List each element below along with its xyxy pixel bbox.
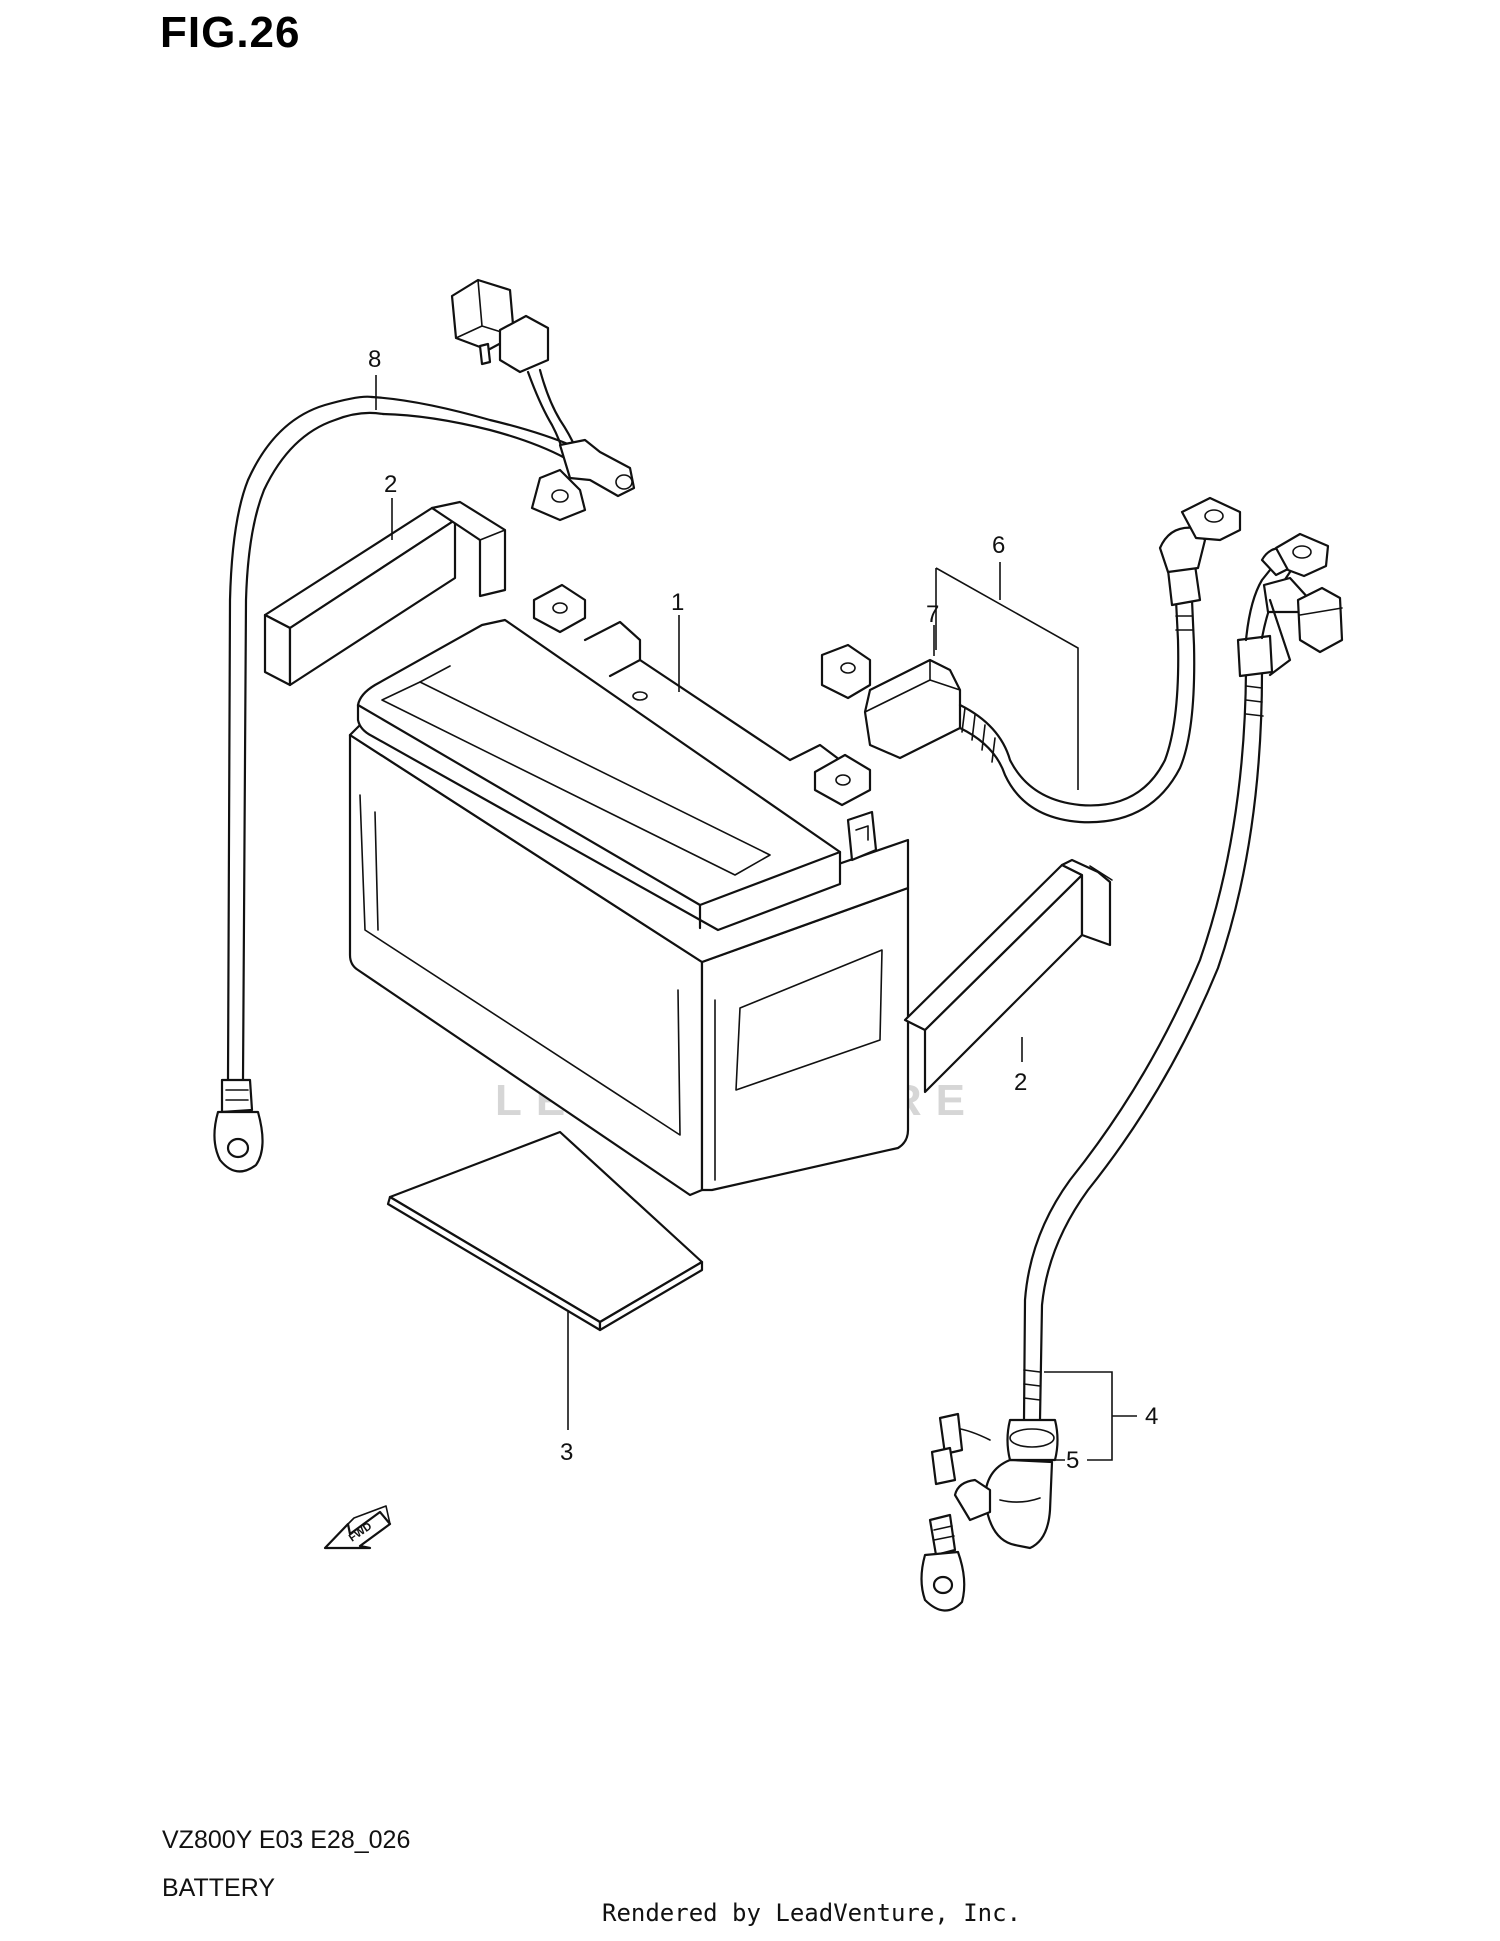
render-credit: Rendered by LeadVenture, Inc. (602, 1899, 1022, 1927)
callout-8: 8 (368, 346, 381, 373)
model-code: VZ800Y E03 E28_026 (162, 1826, 411, 1854)
leader-lines (375, 375, 1137, 1461)
positive-lead (820, 496, 1242, 824)
battery-tray-sheet (386, 1130, 704, 1332)
callout-6: 6 (992, 532, 1005, 559)
callout-3: 3 (560, 1439, 573, 1466)
figure-title: FIG.26 (160, 8, 301, 57)
callout-1: 1 (671, 589, 684, 616)
leader-6 (935, 562, 1079, 790)
callout-4: 4 (1145, 1403, 1158, 1430)
callout-7: 7 (926, 601, 939, 628)
section-name: BATTERY (162, 1874, 275, 1902)
ground-lead-harness (213, 278, 636, 1173)
callout-2-right: 2 (1014, 1069, 1027, 1096)
battery-pad-right (903, 858, 1113, 1094)
callout-2-left: 2 (384, 471, 397, 498)
callout-5: 5 (1066, 1447, 1079, 1474)
fwd-direction-arrow: FWD (323, 1505, 392, 1550)
leader-4 (1044, 1371, 1137, 1461)
starter-motor-lead (920, 532, 1344, 1612)
battery-pad-left (263, 500, 507, 687)
battery (348, 583, 910, 1197)
